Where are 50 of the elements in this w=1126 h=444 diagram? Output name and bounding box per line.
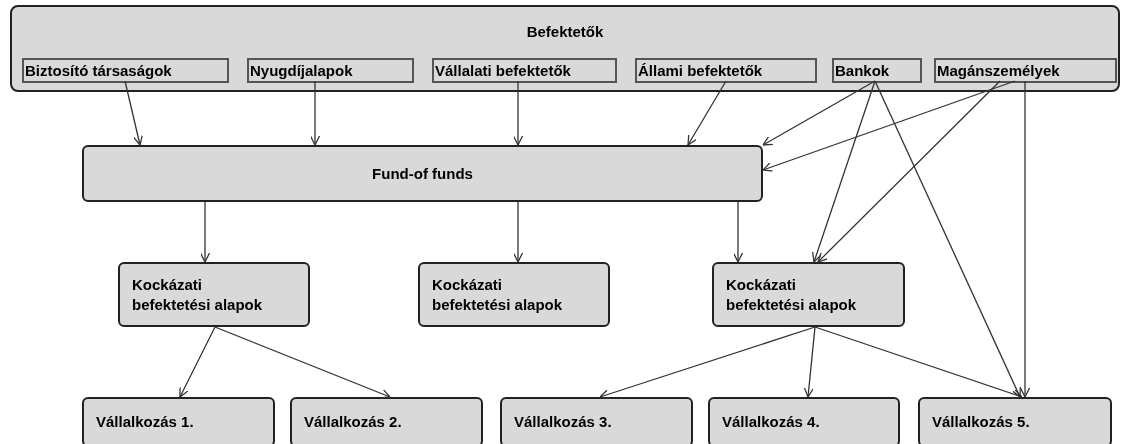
process-box	[500, 397, 693, 444]
group-box	[10, 5, 1120, 92]
process-box	[290, 397, 483, 444]
arrow	[814, 326, 1023, 399]
arrow	[512, 201, 524, 263]
process-box	[118, 262, 310, 327]
arrow	[309, 80, 321, 146]
node-label: Biztosító társaságok	[25, 60, 172, 81]
arrow	[179, 326, 216, 398]
arrow	[124, 80, 143, 146]
process-box	[832, 58, 922, 83]
node-label: Magánszemélyek	[937, 60, 1060, 81]
arrow	[1019, 80, 1031, 398]
process-box	[432, 58, 617, 83]
arrow	[812, 80, 876, 263]
arrow	[817, 80, 1001, 263]
process-box	[247, 58, 414, 83]
arrow	[687, 80, 727, 146]
process-box	[82, 397, 275, 444]
node-label: Vállalkozás 2.	[304, 412, 403, 432]
node-label: Nyugdíjalapok	[250, 60, 353, 81]
arrow	[599, 326, 816, 400]
node-label: Vállalkozás 4.	[722, 412, 821, 432]
arrow	[512, 80, 524, 146]
process-box	[22, 58, 229, 83]
process-box	[708, 397, 900, 444]
node-label: Vállalkozás 1.	[96, 412, 195, 432]
arrow	[732, 201, 744, 263]
process-box	[918, 397, 1112, 444]
process-box	[635, 58, 817, 83]
node-label: Bankok	[835, 60, 890, 81]
node-label: Vállalkozás 3.	[514, 412, 613, 432]
node-label: Állami befektetők	[638, 60, 763, 81]
node-label: Kockázati befektetési alapok	[432, 274, 564, 315]
node-label: Vállalkozás 5.	[932, 412, 1031, 432]
node-label: Kockázati befektetési alapok	[726, 274, 858, 315]
arrow	[874, 80, 1021, 398]
arrow	[214, 326, 391, 399]
node-label: Vállalati befektetők	[435, 60, 571, 81]
process-box	[82, 145, 763, 202]
process-box	[934, 58, 1117, 83]
arrow	[762, 80, 1016, 172]
process-box	[418, 262, 610, 327]
group-title: Befektetők	[525, 22, 605, 42]
node-label: Kockázati befektetési alapok	[132, 274, 264, 315]
process-box	[712, 262, 905, 327]
arrow	[762, 80, 876, 146]
node-label: Fund-of funds	[372, 163, 473, 184]
arrow	[199, 201, 211, 263]
arrow	[803, 326, 816, 398]
